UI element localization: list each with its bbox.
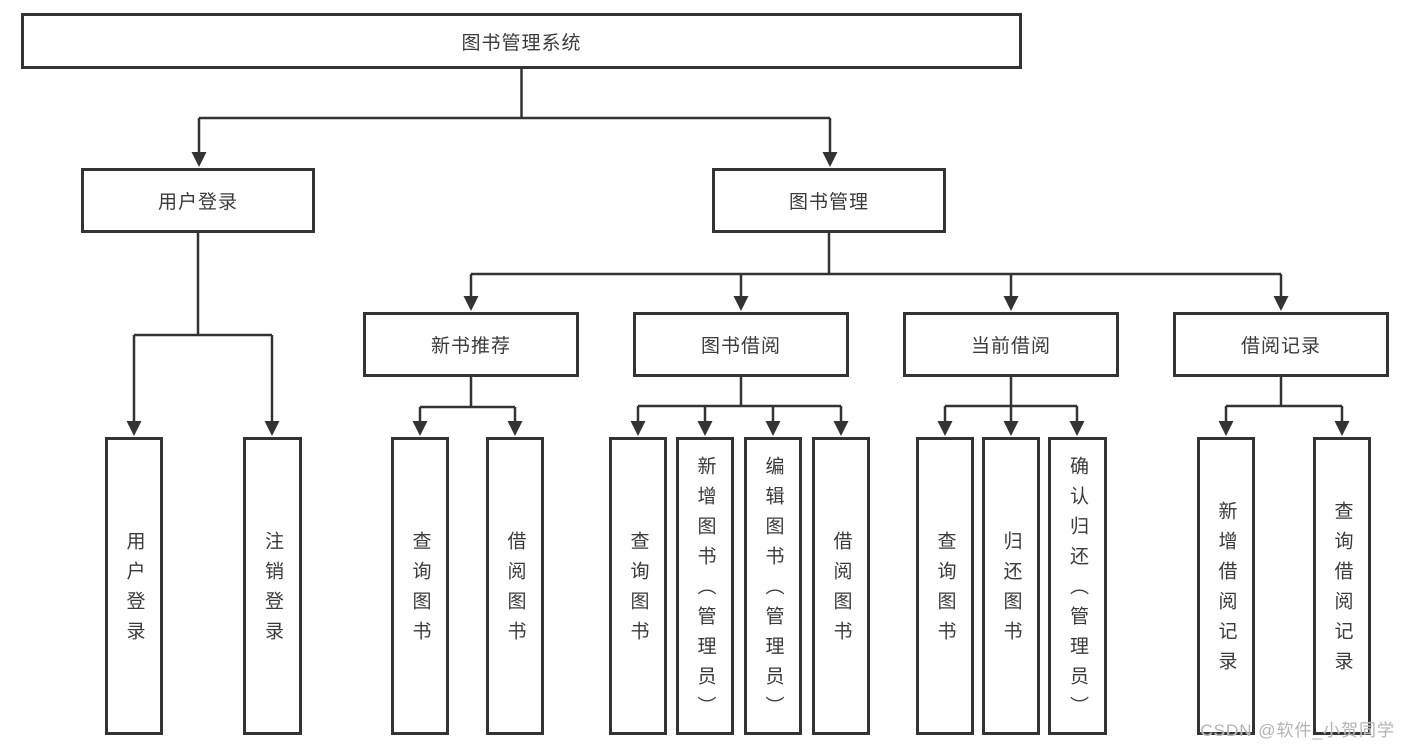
node-borrowing-records: 借阅记录 — [1173, 312, 1389, 377]
leaf-query-books-current: 查询图书 — [916, 437, 974, 735]
leaf-add-borrow-record: 新增借阅记录 — [1197, 437, 1255, 735]
leaf-return-books: 归还图书 — [982, 437, 1040, 735]
leaf-borrow-books-recommend: 借阅图书 — [486, 437, 544, 735]
node-new-book-recommendation: 新书推荐 — [363, 312, 579, 377]
leaf-user-login: 用户登录 — [105, 437, 163, 735]
leaf-query-books-borrowing: 查询图书 — [609, 437, 667, 735]
leaf-confirm-return-admin: 确认归还（管理员） — [1048, 437, 1107, 735]
leaf-edit-book-admin: 编辑图书（管理员） — [744, 437, 802, 735]
leaf-logout: 注销登录 — [243, 437, 302, 735]
leaf-query-borrow-record: 查询借阅记录 — [1313, 437, 1371, 735]
node-root-library-management-system: 图书管理系统 — [21, 13, 1022, 69]
csdn-watermark: CSDN @软件_小贺同学 — [1200, 721, 1395, 740]
node-book-borrowing: 图书借阅 — [633, 312, 849, 377]
leaf-borrow-books: 借阅图书 — [812, 437, 870, 735]
node-current-borrowing: 当前借阅 — [903, 312, 1119, 377]
leaf-add-book-admin: 新增图书（管理员） — [676, 437, 734, 735]
node-user-login: 用户登录 — [81, 168, 315, 233]
leaf-query-books-recommend: 查询图书 — [391, 437, 449, 735]
node-book-management: 图书管理 — [712, 168, 946, 233]
